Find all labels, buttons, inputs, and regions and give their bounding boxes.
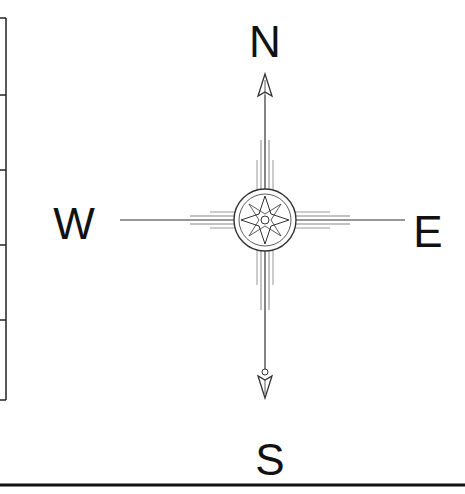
direction-label: W (53, 202, 95, 246)
border-line (0, 484, 465, 487)
table-edge (0, 18, 6, 400)
direction-label: S (255, 438, 284, 482)
compass-rose (120, 74, 405, 398)
direction-label: E (413, 210, 442, 254)
direction-label: N (249, 20, 281, 64)
